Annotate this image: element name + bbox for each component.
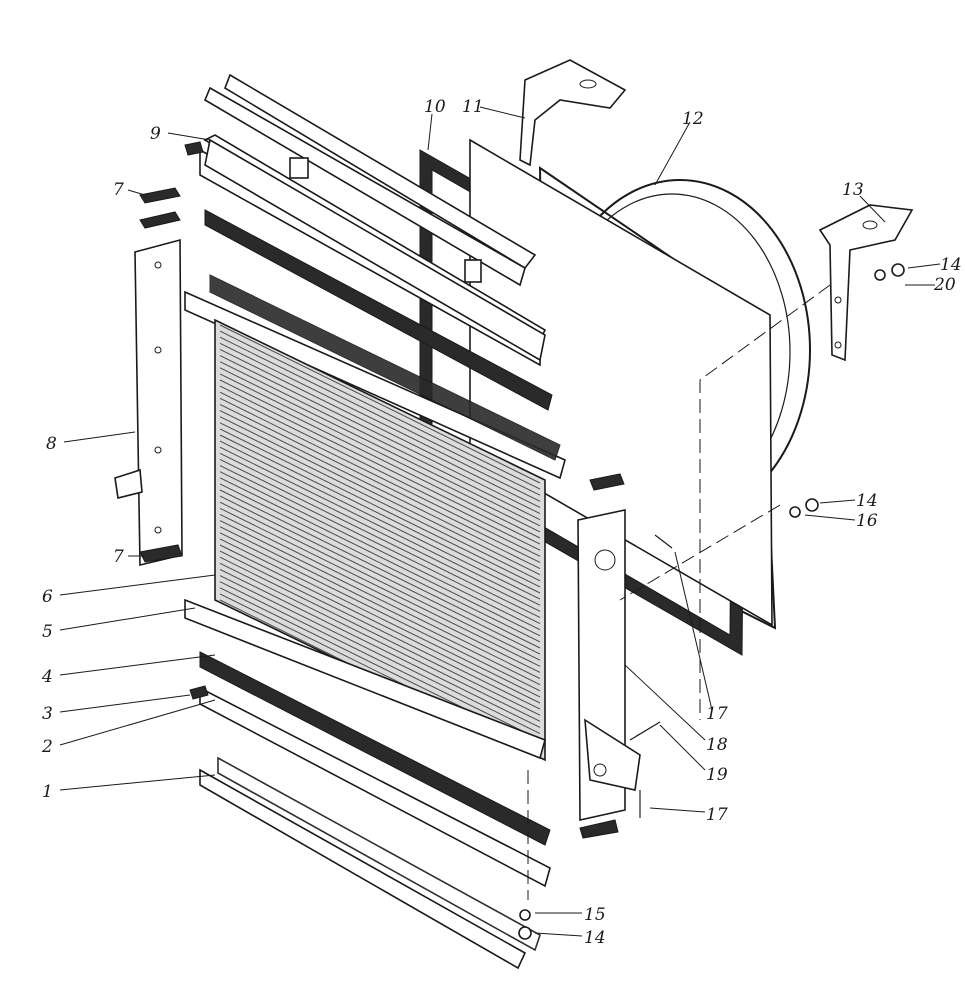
callout-8: 8 (46, 434, 57, 454)
callout-20: 20 (933, 275, 956, 295)
right-side-member (577, 473, 641, 839)
callout-labels: 1 2 3 4 5 6 7 7 8 9 10 11 12 13 14 14 14… (41, 97, 962, 948)
callout-7-top: 7 (113, 180, 124, 200)
core-fin-line (219, 471, 541, 631)
core-fin-line (219, 562, 541, 722)
callout-3: 3 (42, 704, 53, 724)
callout-10: 10 (424, 97, 446, 117)
core-fin-line (219, 538, 541, 698)
core-fin-line (219, 526, 541, 686)
core-fin-line (219, 336, 541, 496)
core-fin-line (219, 342, 541, 502)
callout-5: 5 (42, 622, 53, 642)
core-fin-line (219, 477, 541, 637)
core-fin-line (219, 385, 541, 545)
callout-17-lower: 17 (706, 805, 728, 825)
core-fin-line (219, 513, 541, 673)
callout-12: 12 (682, 109, 704, 129)
callout-4: 4 (41, 667, 53, 687)
callout-14-right-mid: 14 (856, 491, 878, 511)
callout-15: 15 (584, 905, 606, 925)
core-fin-line (219, 373, 541, 533)
shroud-mounting-plate (469, 59, 773, 627)
leader-lines (59, 106, 941, 937)
core-fin-line (219, 458, 541, 618)
core-fin-line (219, 501, 541, 661)
callout-17-upper: 17 (706, 704, 728, 724)
callout-2: 2 (41, 737, 53, 757)
lower-tank-plates (184, 598, 551, 970)
core-fin-line (219, 422, 541, 582)
upper-tank (204, 138, 546, 362)
radiator-core (214, 318, 546, 762)
core-fin-line (219, 434, 541, 594)
pads (139, 141, 209, 700)
core-fin-line (219, 520, 541, 680)
core-fin-line (219, 355, 541, 515)
core-fin-line (219, 544, 541, 704)
core-fin-line (219, 550, 541, 710)
core-fin-line (219, 556, 541, 716)
callout-14-bottom: 14 (584, 928, 606, 948)
callout-1: 1 (42, 782, 53, 802)
core-fin-line (219, 397, 541, 557)
callout-9: 9 (150, 124, 161, 144)
core-fin-line (219, 568, 541, 728)
side-bracket (818, 204, 914, 362)
core-fin-line (219, 495, 541, 655)
core-fin-line (219, 348, 541, 508)
callout-7-bottom: 7 (113, 547, 124, 567)
core-fin-line (219, 489, 541, 649)
core-fin-line (219, 403, 541, 563)
core-fin-line (219, 507, 541, 667)
core-fin-line (219, 465, 541, 625)
fasteners (518, 263, 905, 940)
core-fin-line (219, 532, 541, 692)
core-fin-line (219, 330, 541, 490)
core-fin-line (219, 367, 541, 527)
core-fin-line (219, 379, 541, 539)
callout-6: 6 (42, 587, 53, 607)
core-fin-line (219, 324, 541, 484)
core-fin-line (219, 483, 541, 643)
callout-19: 19 (706, 765, 728, 785)
assembly-lines (527, 284, 831, 900)
core-fin-line (219, 416, 541, 576)
callout-13: 13 (842, 180, 864, 200)
core-fin-line (219, 581, 541, 741)
core-fin-line (219, 428, 541, 588)
callout-14-right-top: 14 (940, 255, 962, 275)
callout-18: 18 (706, 735, 728, 755)
core-fin-line (219, 575, 541, 735)
callout-16: 16 (856, 511, 878, 531)
core-fin-line (219, 452, 541, 612)
core-fin-line (219, 440, 541, 600)
left-side-member (114, 238, 183, 567)
core-fin-line (219, 361, 541, 521)
callout-11: 11 (462, 97, 484, 117)
core-fin-line (219, 410, 541, 570)
core-fin-line (219, 391, 541, 551)
core-fin-line (219, 446, 541, 606)
